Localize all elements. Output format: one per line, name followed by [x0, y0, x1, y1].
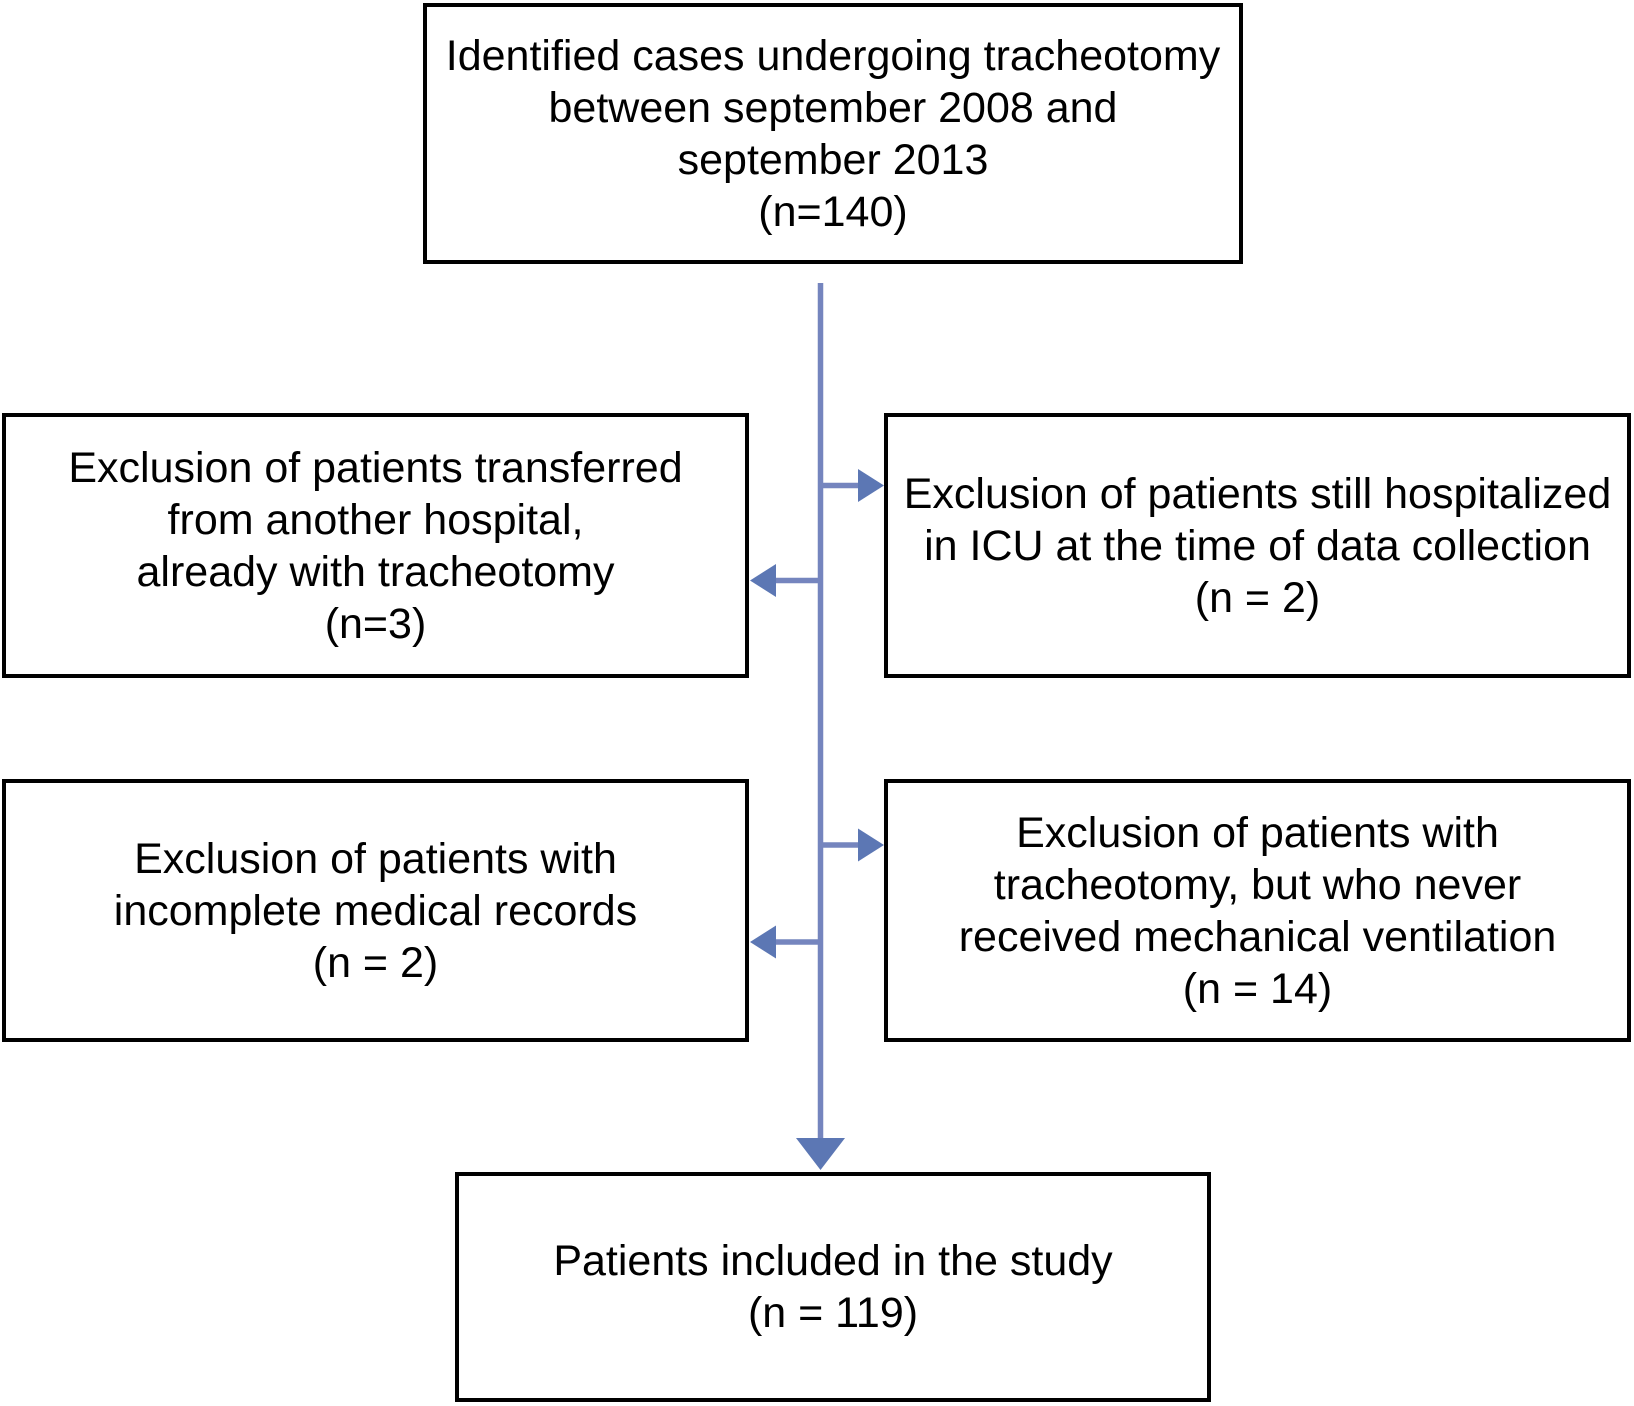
box-text-line: Exclusion of patients with: [1016, 808, 1499, 857]
right-arrowhead-icon: [858, 469, 884, 502]
box-text-line: Exclusion of patients still hospitalized: [903, 469, 1612, 518]
box-text-line: from another hospital,: [167, 495, 584, 544]
box-exclusion-icu: Exclusion of patients still hospitalized…: [884, 413, 1631, 678]
box-identified-cases: Identified cases undergoing tracheotomy …: [423, 3, 1243, 264]
box-text-line: in ICU at the time of data collection: [924, 521, 1591, 570]
box-text-line: Exclusion of patients with: [134, 834, 617, 883]
box-count: (n = 2): [1194, 573, 1321, 622]
box-text-line: Exclusion of patients transferred: [68, 443, 683, 492]
box-exclusion-records: Exclusion of patients with incomplete me…: [2, 779, 749, 1042]
box-count: (n = 14): [1182, 964, 1333, 1013]
box-patients-included: Patients included in the study (n = 119): [455, 1172, 1211, 1402]
box-exclusion-transferred: Exclusion of patients transferred from a…: [2, 413, 749, 678]
box-text-line: incomplete medical records: [113, 886, 638, 935]
box-text-line: Identified cases undergoing tracheotomy: [445, 31, 1221, 80]
down-arrowhead-icon: [796, 1138, 845, 1170]
box-count: (n=3): [324, 599, 427, 648]
box-text-line: september 2013: [677, 135, 989, 184]
box-text-line: Patients included in the study: [553, 1237, 1113, 1285]
left-arrowhead-icon: [750, 564, 776, 597]
box-count: (n = 119): [747, 1289, 919, 1337]
box-text-line: received mechanical ventilation: [958, 912, 1557, 961]
box-text-line: already with tracheotomy: [136, 547, 615, 596]
box-text-line: tracheotomy, but who never: [993, 860, 1522, 909]
box-text-line: between september 2008 and: [548, 83, 1118, 132]
right-arrowhead-icon: [858, 828, 884, 862]
box-count: (n=140): [758, 187, 908, 236]
box-exclusion-ventilation: Exclusion of patients with tracheotomy, …: [884, 779, 1631, 1042]
box-count: (n = 2): [312, 938, 439, 987]
left-arrowhead-icon: [750, 925, 776, 959]
